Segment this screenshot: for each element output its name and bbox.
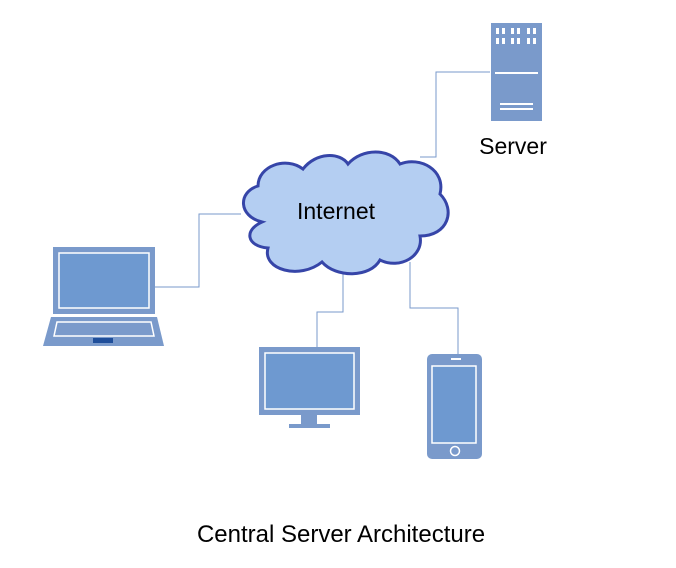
edge-internet-laptop [155,213,241,288]
edge-internet-desktop [316,272,344,347]
edge-internet-server [420,71,490,158]
laptop-icon [43,247,164,346]
internet-label: Internet [297,198,376,224]
edge-internet-phone [409,262,459,355]
server-icon [491,23,542,121]
monitor-icon [259,347,360,428]
connectors [155,71,490,355]
diagram-caption: Central Server Architecture [197,521,485,548]
smartphone-icon [427,354,482,459]
cloud-icon [242,150,450,276]
server-label: Server [479,133,547,159]
